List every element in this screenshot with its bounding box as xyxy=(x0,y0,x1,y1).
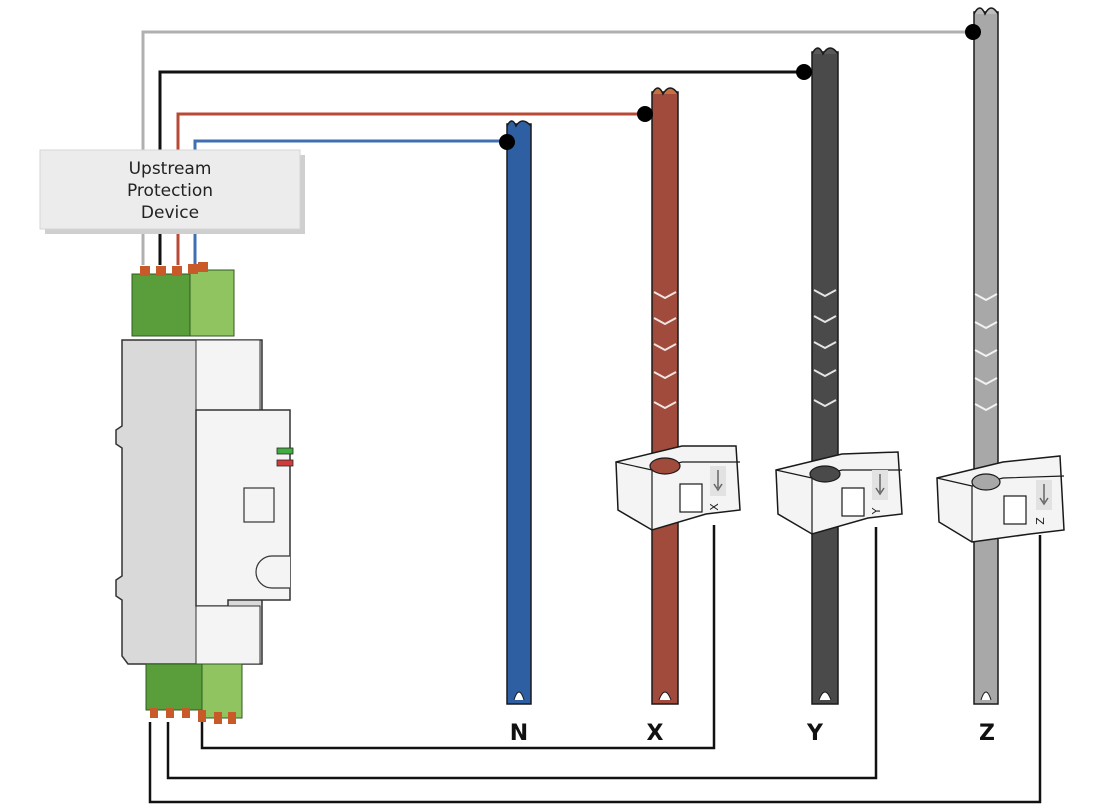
conductor-x xyxy=(651,87,679,705)
tap-point-x xyxy=(637,106,653,122)
sensor-y-label: Y xyxy=(870,507,883,515)
sensor-wire-y xyxy=(166,527,878,780)
sensor-z-label: Z xyxy=(1034,517,1047,525)
device-label-line-3: Device xyxy=(141,203,199,223)
device-label-line-1: Upstream xyxy=(129,159,212,179)
tap-point-z xyxy=(965,24,981,40)
status-led-green xyxy=(276,447,294,455)
current-sensor-z: Z xyxy=(936,455,1065,543)
meter-button xyxy=(243,487,275,523)
tap-point-y xyxy=(796,64,812,80)
conductor-y xyxy=(811,47,839,705)
meter-upper-panel xyxy=(195,339,261,413)
current-sensor-x: X xyxy=(615,445,741,531)
direction-chevrons xyxy=(653,289,998,412)
energy-meter xyxy=(115,262,294,724)
meter-lower-panel xyxy=(195,605,261,665)
bottom-terminal-block xyxy=(145,663,243,724)
conductor-z xyxy=(973,7,999,705)
conductor-labels: N X Y Z xyxy=(510,721,995,746)
label-y: Y xyxy=(806,721,824,746)
tap-points xyxy=(499,24,981,150)
conductor-n xyxy=(506,120,532,705)
status-led-red xyxy=(276,459,294,467)
meter-recess xyxy=(255,555,290,589)
label-x: X xyxy=(647,721,664,746)
tap-point-n xyxy=(499,134,515,150)
device-label-line-2: Protection xyxy=(127,181,213,201)
sensor-wires xyxy=(148,525,1042,804)
top-terminal-block xyxy=(131,262,235,337)
current-sensor-y: Y xyxy=(775,451,903,535)
sensor-x-label: X xyxy=(708,503,721,511)
sensor-wire-z xyxy=(148,535,1042,804)
label-z: Z xyxy=(979,721,995,746)
upstream-protection-device: Upstream Protection Device xyxy=(39,149,305,234)
sensor-wire-x xyxy=(200,525,716,750)
label-n: N xyxy=(510,721,528,746)
